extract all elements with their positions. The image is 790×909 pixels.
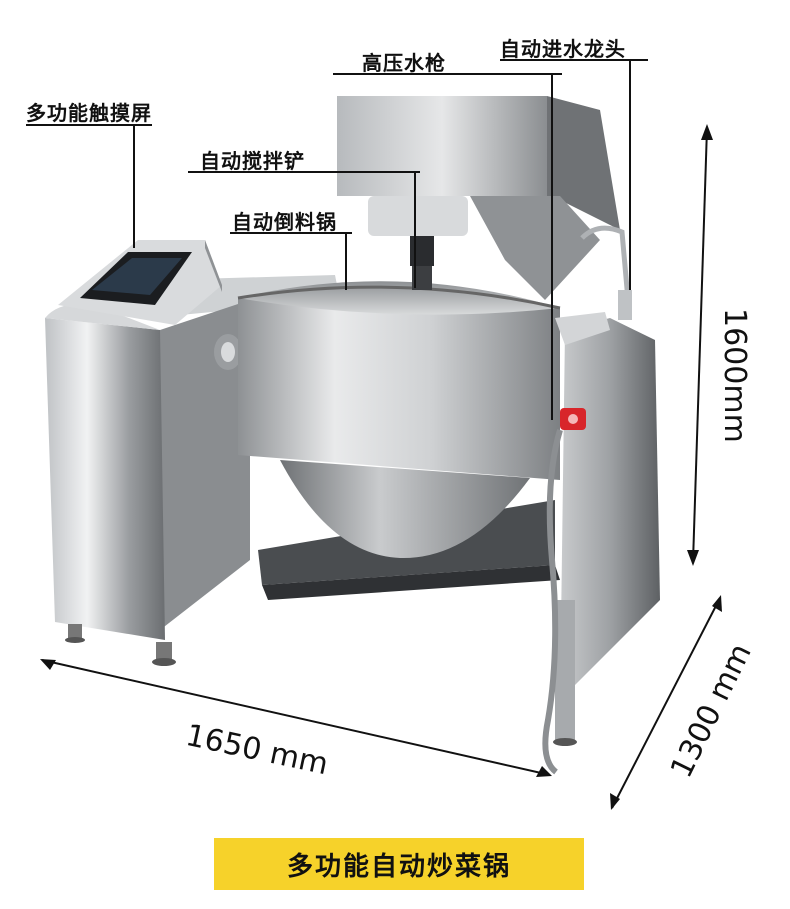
label-water-gun: 高压水枪 bbox=[362, 51, 446, 75]
mixer-arm bbox=[337, 96, 547, 196]
label-stir-shovel: 自动搅拌铲 bbox=[200, 149, 305, 173]
product-banner: 多功能自动炒菜锅 bbox=[214, 838, 584, 890]
left-cabinet bbox=[45, 318, 165, 640]
dimension-height: 1600mm bbox=[717, 308, 752, 443]
water-tap bbox=[580, 225, 631, 301]
mixer-head bbox=[368, 196, 468, 236]
pot-body bbox=[238, 298, 560, 480]
water-hose bbox=[542, 429, 563, 775]
pot-bowl bbox=[280, 460, 530, 559]
label-water-tap: 自动进水龙头 bbox=[500, 37, 626, 61]
banner-title: 多功能自动炒菜锅 bbox=[286, 851, 511, 882]
label-tilt-pot: 自动倒料锅 bbox=[232, 210, 337, 234]
label-touchscreen: 多功能触摸屏 bbox=[26, 101, 152, 125]
